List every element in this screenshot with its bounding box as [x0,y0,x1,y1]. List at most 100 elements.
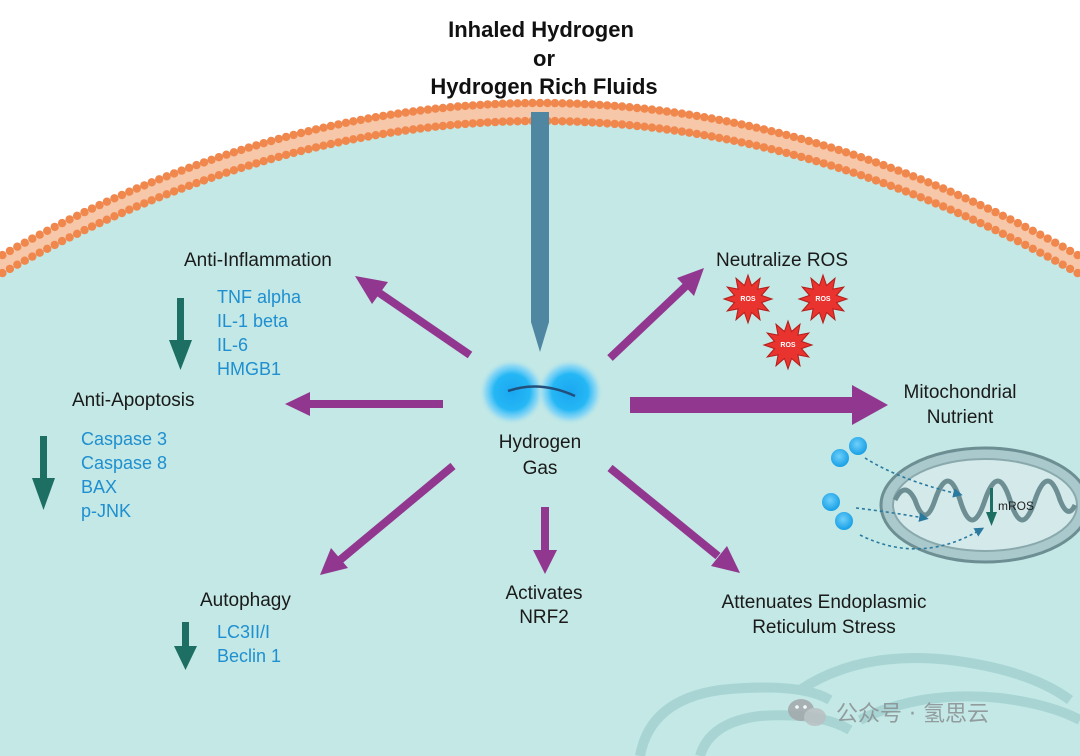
nrf2-label-line-2: NRF2 [519,607,569,628]
membrane-bead [841,148,851,157]
membrane-bead [132,202,141,211]
membrane-bead [550,98,560,108]
membrane-bead [939,184,948,193]
membrane-bead [461,101,470,111]
membrane-bead [513,99,522,108]
membrane-bead [1013,218,1023,228]
hydrogen-molecule-icon [822,493,853,530]
membrane-bead [774,146,784,156]
membrane-bead [864,155,873,164]
membrane-bead [326,139,336,149]
membrane-bead [28,252,37,261]
autophagy-item-2: Beclin 1 [217,646,281,666]
membrane-bead [535,98,545,108]
membrane-bead [184,163,194,172]
membrane-bead [931,181,940,190]
membrane-bead [326,121,336,131]
ros-burst-icon: ROS [722,273,774,325]
membrane-bead [95,218,104,228]
membrane-bead [625,103,634,112]
membrane-bead [311,125,321,134]
membrane-bead [296,128,306,138]
title-line-2: or [533,46,555,71]
membrane-bead [647,105,657,114]
membrane-bead [408,125,418,134]
membrane-bead [214,171,224,180]
membrane-bead [125,187,134,196]
membrane-bead [1028,226,1038,235]
membrane-bead [1058,260,1067,269]
mitochondrial-label-line-1: Mitochondrial [904,382,1017,403]
membrane-bead [916,193,925,202]
membrane-bead [715,133,724,143]
membrane-bead [498,99,507,108]
membrane-bead [924,178,933,187]
membrane-bead [43,226,52,235]
membrane-bead [267,154,276,164]
membrane-bead [423,123,433,132]
membrane-bead [401,108,410,117]
membrane-bead [670,108,679,117]
membrane-bead [192,178,201,188]
membrane-bead [715,115,724,125]
membrane-bead [491,117,500,127]
membrane-bead [222,168,231,177]
autophagy-item-1: LC3II/I [217,622,270,642]
anti-apoptosis-label: Anti-Apoptosis [72,390,195,411]
membrane-bead [431,122,440,131]
membrane-bead [334,120,343,129]
membrane-bead [879,160,888,170]
arrow-nrf2 [533,507,557,574]
membrane-bead [304,145,313,154]
membrane-core [0,105,1080,273]
membrane-bead [423,105,433,114]
membrane-bead [43,244,52,253]
membrane-bead [364,132,373,141]
membrane-bead [819,159,828,168]
membrane-bead [722,117,731,126]
down-arrow-icon [986,488,997,526]
membrane-bead [617,102,627,111]
anti-inflammation-item-4: HMGB1 [217,359,281,379]
down-arrow-icon [174,622,197,670]
arrow-anti-apoptosis [285,392,443,416]
membrane-bead [916,175,925,184]
center-label-line-2: Gas [523,458,558,479]
membrane-bead [102,197,112,206]
membrane-bead [640,122,649,131]
membrane-bead [229,166,239,175]
membrane-bead [319,141,328,150]
membrane-bead [393,127,403,136]
membrane-bead [468,101,477,110]
membrane-bead [267,136,276,146]
er-stress-label-line-2: Reticulum Stress [752,617,896,638]
down-arrow-icon [169,298,192,370]
membrane-bead [0,268,7,278]
hydrogen-molecule-icon [831,437,867,467]
membrane-bead [1073,268,1080,278]
membrane-bead [505,117,515,126]
ros-badge-text: ROS [780,342,796,349]
membrane-bead [662,125,672,134]
membrane-bead [752,141,761,150]
membrane-bead [349,117,358,126]
arrow-mitochondrial [630,385,888,425]
membrane-bead [483,118,492,127]
membrane-bead [991,207,1000,217]
membrane-bead [371,131,380,140]
nrf2-label-line-1: Activates [505,583,582,604]
membrane-bead [692,129,701,139]
membrane-bead [1065,264,1075,274]
membrane-bead [894,184,903,193]
membrane-bead [199,176,209,185]
membrane-bead [0,250,7,260]
membrane-bead [737,138,746,147]
membrane-bead [573,117,582,126]
anti-apoptosis-item-3: BAX [81,477,117,497]
membrane-bead [685,128,694,137]
autophagy-label: Autophagy [200,590,291,611]
membrane-bead [28,234,37,243]
membrane-bead [274,152,283,162]
membrane-bead [744,121,754,131]
